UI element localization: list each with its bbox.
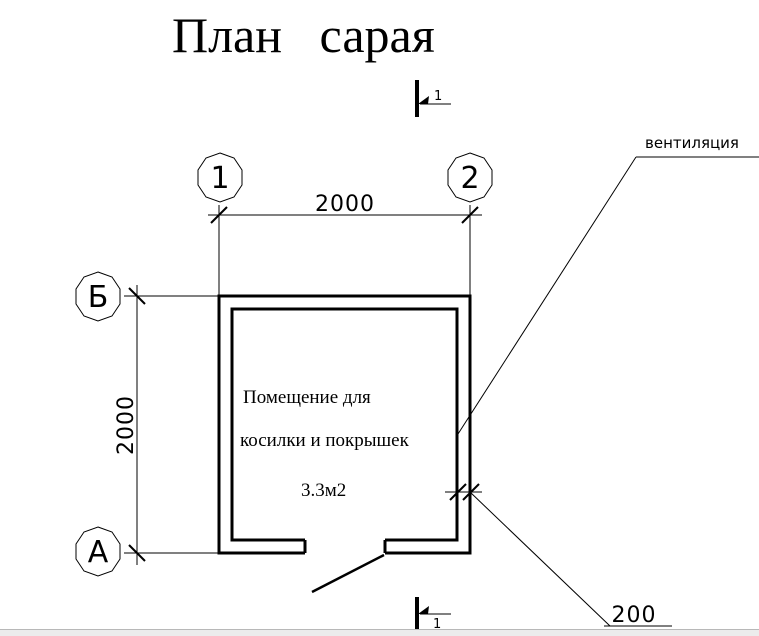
axis-marker-a: А	[75, 526, 121, 577]
axis-label-b: Б	[88, 280, 109, 315]
axis-marker-1: 1	[197, 152, 243, 203]
section-number-bottom: 1	[433, 617, 441, 632]
wall-thickness-value: 200	[612, 603, 657, 628]
room-area: 3.3м2	[301, 480, 346, 501]
dimension-horizontal: 2000	[208, 192, 482, 296]
section-mark-bottom: 1	[415, 597, 451, 632]
ventilation-label: вентиляция	[645, 134, 739, 152]
room-name-line-1: Помещение для	[243, 387, 371, 408]
dimension-vertical: 2000	[114, 285, 219, 565]
room-name-line-2: косилки и покрышек	[240, 430, 410, 451]
dimension-horizontal-value: 2000	[315, 192, 375, 217]
axis-label-2: 2	[460, 161, 479, 196]
axis-label-a: А	[88, 535, 109, 570]
axis-marker-b: Б	[75, 271, 121, 322]
ventilation-leader: вентиляция	[457, 134, 759, 435]
axis-marker-2: 2	[447, 152, 493, 203]
shed-walls	[217, 294, 472, 555]
dimension-vertical-value: 2000	[114, 395, 139, 455]
axis-label-1: 1	[210, 161, 229, 196]
section-number-top: 1	[434, 89, 442, 104]
door-leaf	[311, 553, 385, 594]
section-mark-top: 1	[415, 80, 451, 117]
plan-title: План сарая	[172, 7, 435, 63]
bottom-scrollbar	[0, 629, 759, 636]
wall-thickness-dimension: 200	[445, 483, 672, 628]
